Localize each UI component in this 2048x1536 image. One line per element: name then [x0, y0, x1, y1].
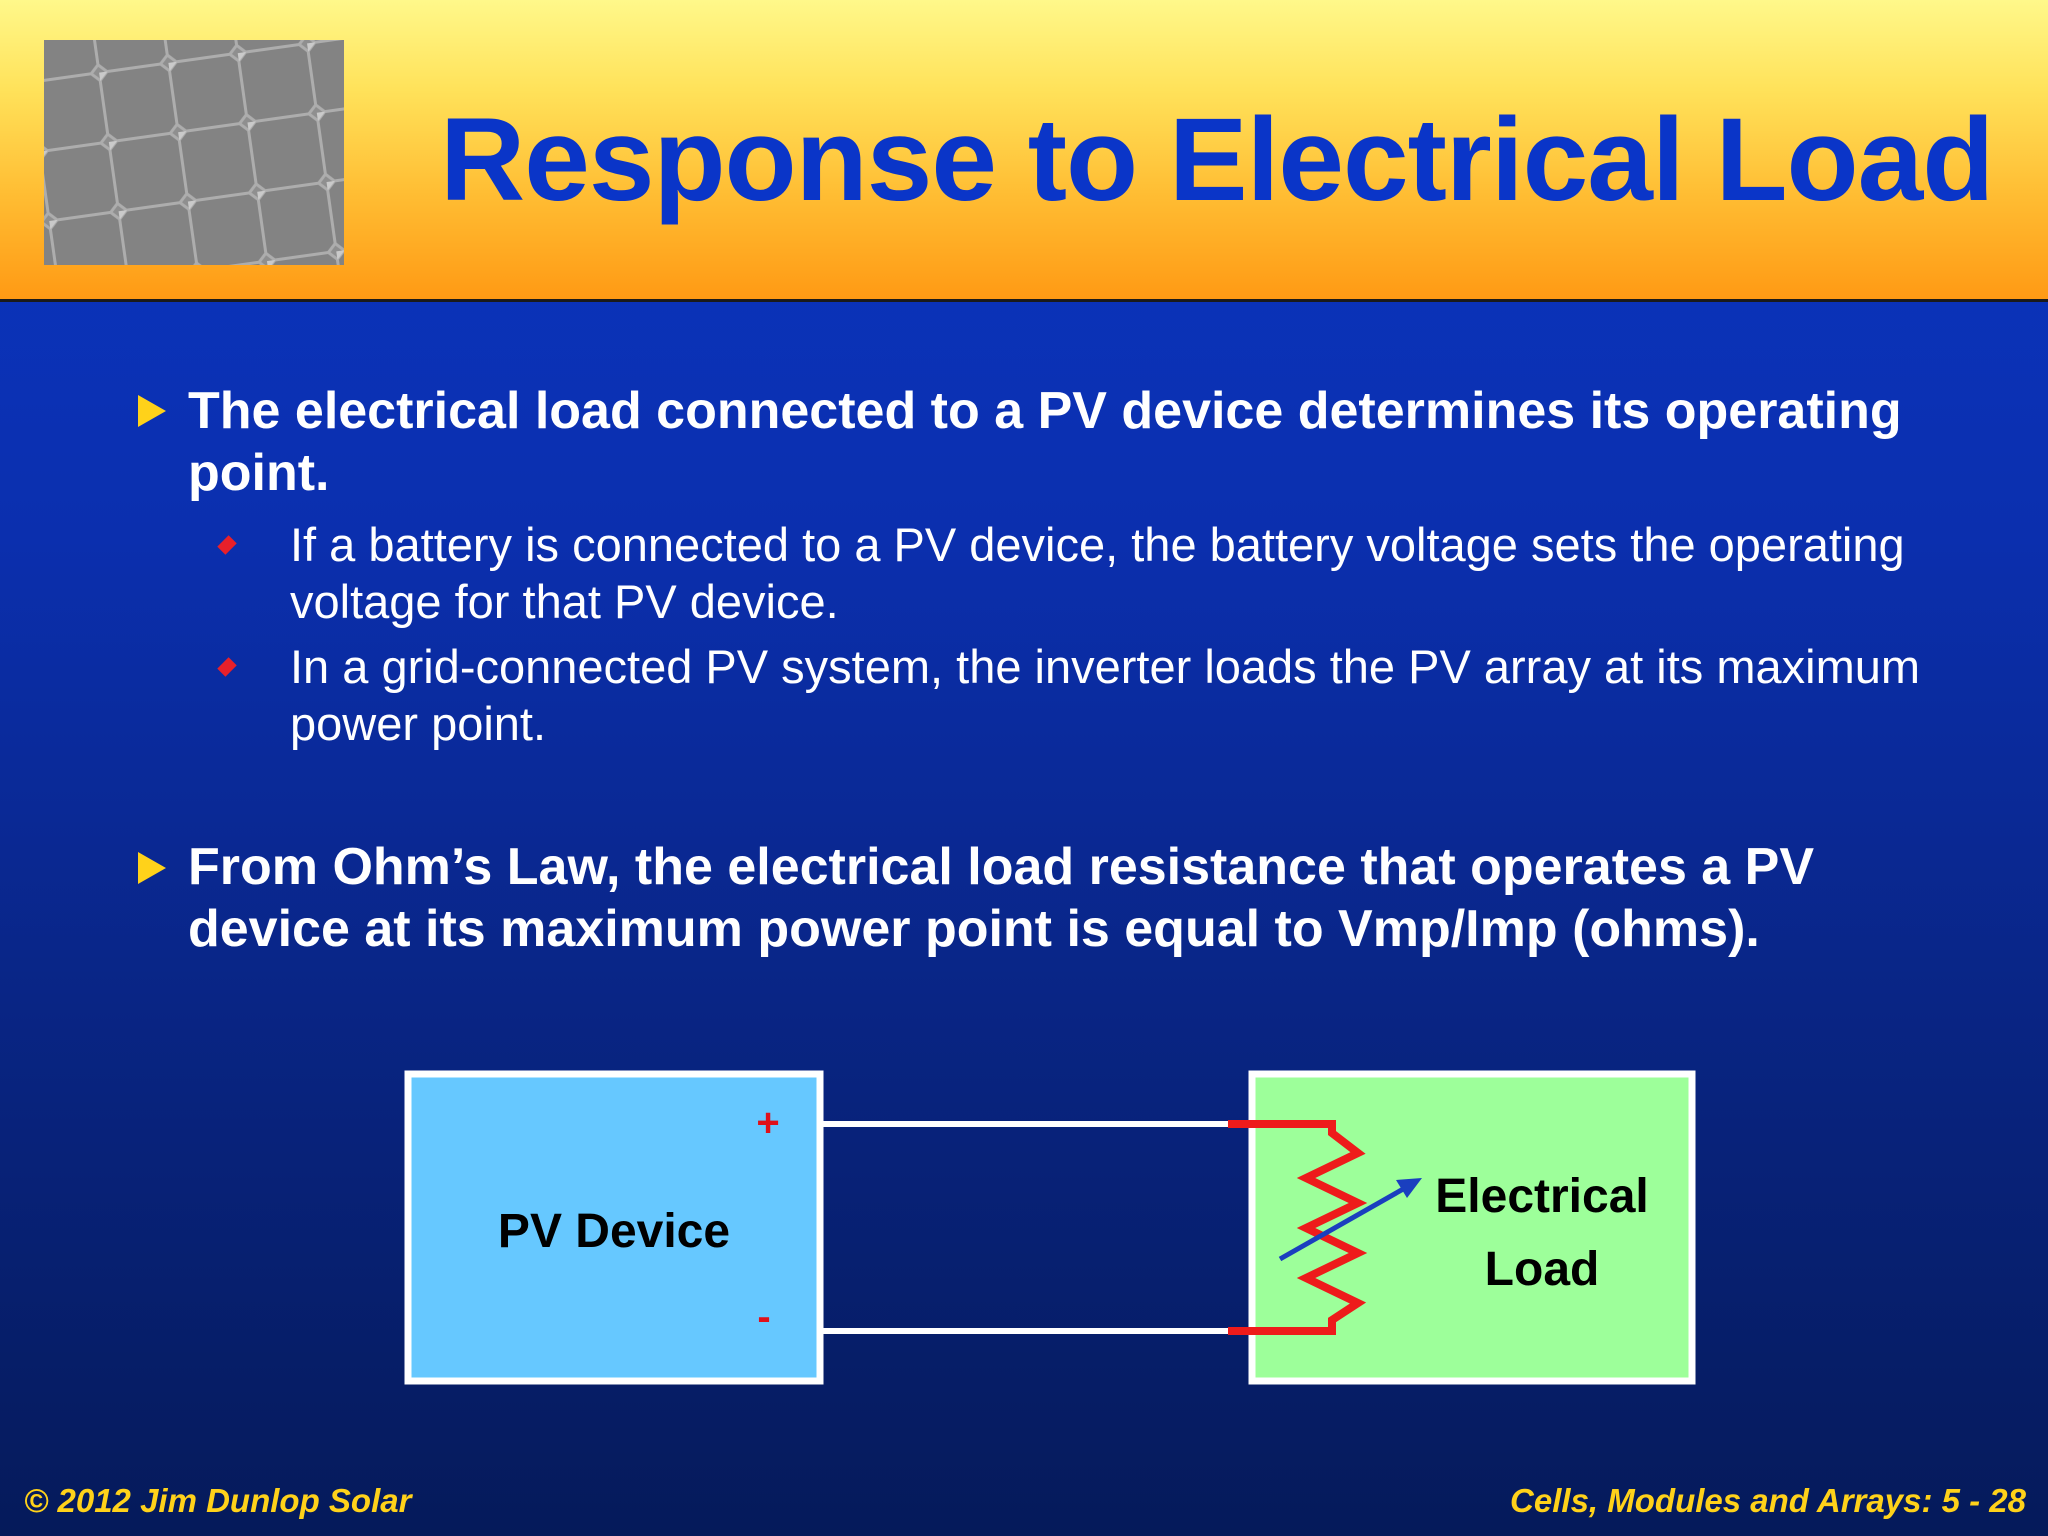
- bullet-triangle-icon: [138, 852, 166, 884]
- footer-copyright: © 2012 Jim Dunlop Solar: [24, 1482, 412, 1519]
- positive-terminal-label: +: [756, 1101, 779, 1145]
- load-label-line1: Electrical: [1435, 1170, 1648, 1223]
- bullet-triangle-icon: [138, 395, 166, 427]
- slide-title: Response to Electrical Load: [440, 94, 1994, 226]
- variable-resistor: [1228, 1120, 1368, 1335]
- title-bar: Response to Electrical Load: [0, 0, 2048, 302]
- bullet-2: From Ohm’s Law, the electrical load resi…: [188, 838, 1815, 958]
- adjustable-arrow-line: [1278, 1185, 1407, 1262]
- bullet-1-sub-2: In a grid-connected PV system, the inver…: [290, 640, 1921, 750]
- footer-slide-number: Cells, Modules and Arrays: 5 - 28: [1510, 1482, 2026, 1519]
- bullet-1: The electrical load connected to a PV de…: [188, 382, 1902, 502]
- pv-device-box: [404, 1070, 824, 1385]
- arrow-head-icon: [1396, 1178, 1422, 1198]
- load-label-line2: Load: [1485, 1243, 1600, 1296]
- negative-terminal-label: -: [757, 1295, 770, 1339]
- pv-device-label: PV Device: [498, 1205, 730, 1258]
- solar-cells-thumbnail: [44, 40, 344, 265]
- bullet-1-sub-1: If a battery is connected to a PV device…: [290, 518, 1905, 628]
